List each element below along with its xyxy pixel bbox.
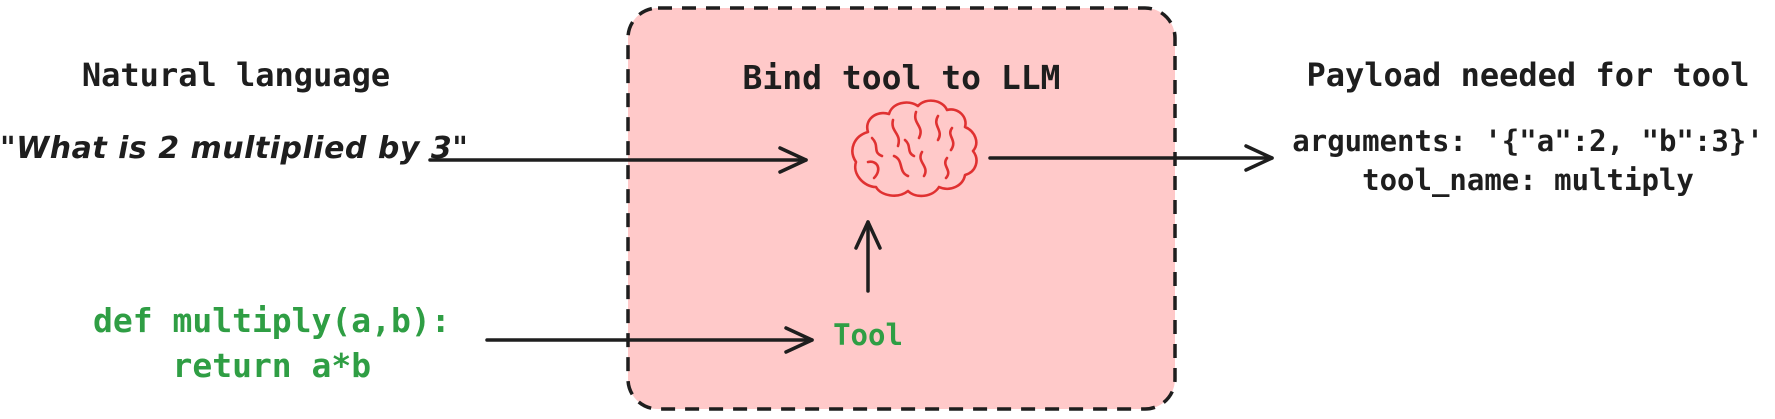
code-line-return: return a*b — [93, 346, 372, 385]
payload-block: arguments: '{"a":2, "b":3}' tool_name: m… — [1285, 122, 1771, 200]
arrow-natural-language-to-llm-icon — [428, 146, 808, 174]
payload-toolname-line: tool_name: multiply — [1362, 163, 1694, 197]
tool-label: Tool — [833, 318, 903, 352]
natural-language-quote: "What is 2 multiplied by 3" — [0, 131, 469, 166]
bind-tool-box — [626, 6, 1177, 411]
brain-icon — [851, 99, 978, 198]
arrow-llm-to-payload-icon — [988, 144, 1274, 172]
payload-arguments-line: arguments: '{"a":2, "b":3}' — [1292, 124, 1764, 158]
bind-box-title: Bind tool to LLM — [742, 58, 1061, 97]
arrow-code-to-tool-icon — [485, 326, 814, 354]
code-snippet: def multiply(a,b): return a*b — [93, 298, 451, 388]
arrow-tool-to-llm-icon — [854, 220, 882, 293]
code-line-def: def multiply(a,b): — [93, 301, 451, 340]
natural-language-heading: Natural language — [81, 56, 391, 94]
payload-heading: Payload needed for tool — [1306, 56, 1750, 94]
